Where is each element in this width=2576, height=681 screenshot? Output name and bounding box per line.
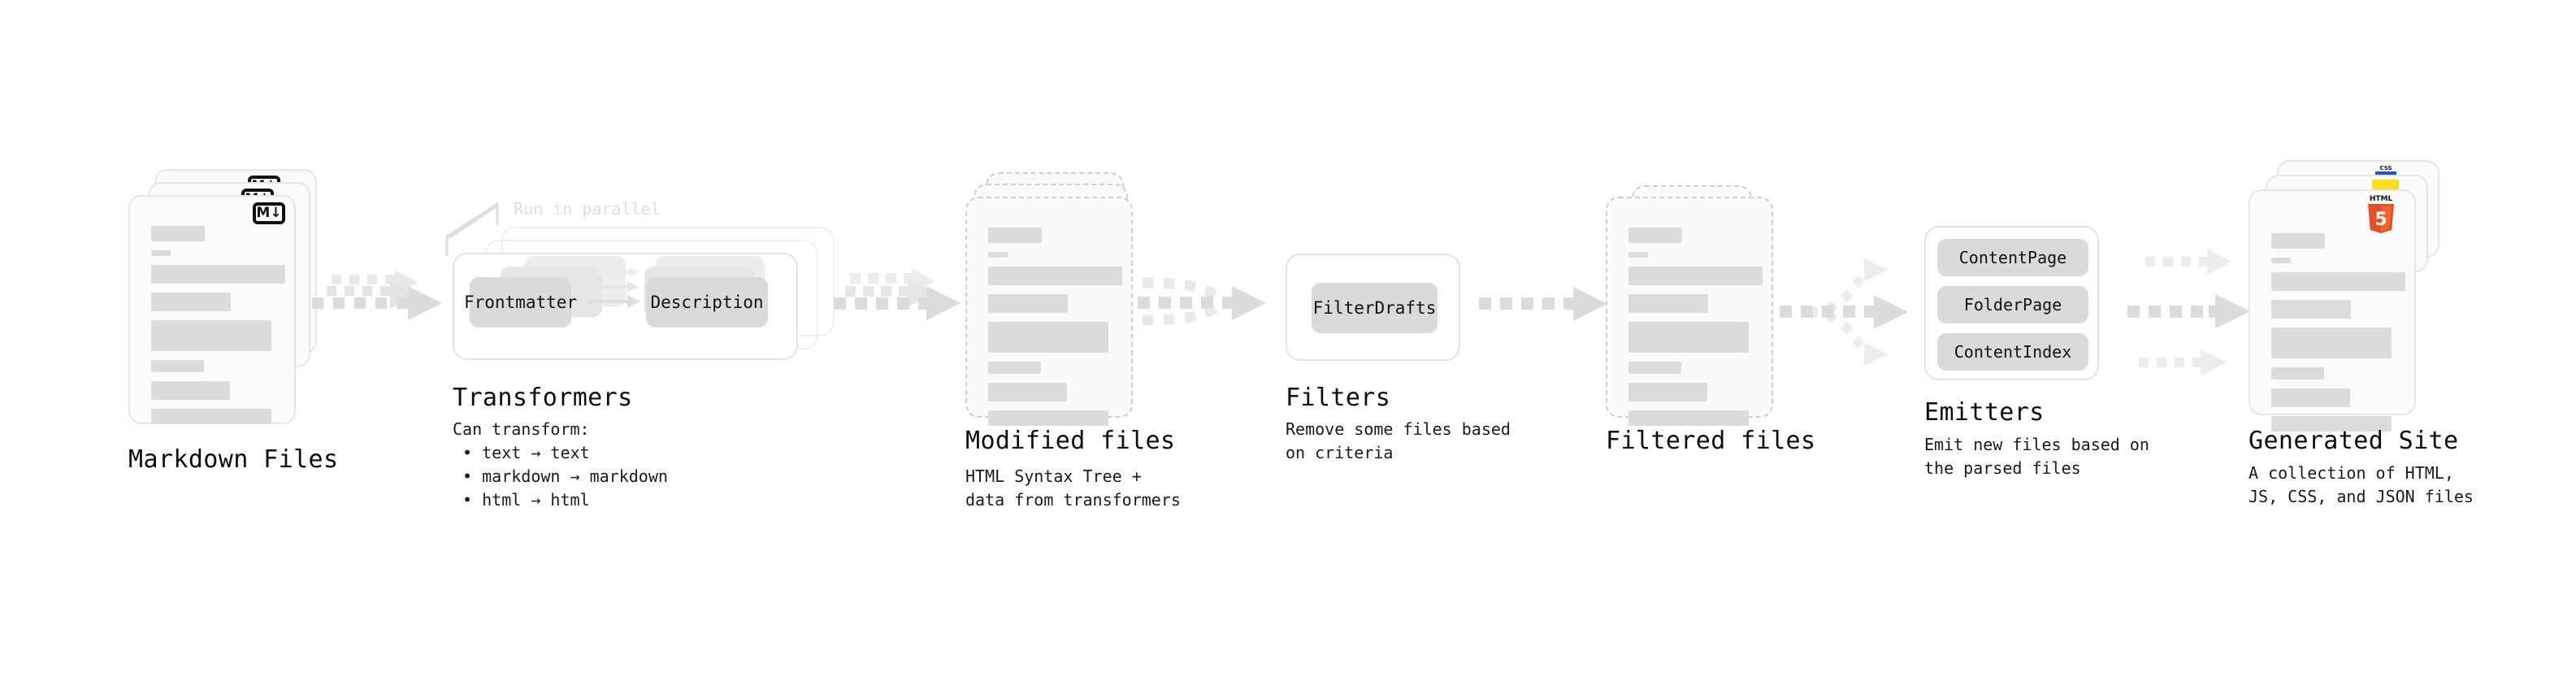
modified-files-caption: HTML Syntax Tree + data from transformer… <box>965 466 1181 510</box>
pill-filterdrafts[interactable]: FilterDrafts <box>1312 283 1438 333</box>
svg-text:HTML: HTML <box>2370 195 2393 203</box>
skeleton-bars <box>2271 233 2405 440</box>
pill-description-label: Description <box>650 293 764 312</box>
arrow-modified-to-filters <box>1138 277 1266 326</box>
markdown-files-heading: Markdown Files <box>128 445 339 474</box>
filtered-sheet-front <box>1606 197 1773 426</box>
pill-folderpage[interactable]: FolderPage <box>1937 286 2088 323</box>
generated-site-caption: A collection of HTML, JS, CSS, and JSON … <box>2249 463 2474 506</box>
pill-description[interactable]: Description <box>646 277 768 327</box>
skeleton-bars <box>988 228 1122 435</box>
svg-text:5: 5 <box>2374 210 2387 230</box>
skeleton-bars <box>1628 228 1763 435</box>
arrow-filters-to-filtered <box>1479 287 1607 321</box>
modified-sheet-front <box>965 197 1133 426</box>
arrow-filtered-to-emitters <box>1780 258 1908 366</box>
transformers-heading: Transformers <box>453 384 633 412</box>
arrow-emitters-to-site <box>2127 249 2251 375</box>
pill-contentindex[interactable]: ContentIndex <box>1937 333 2088 371</box>
transformer-inner-arrows <box>588 267 640 308</box>
markdown-sheet-front <box>128 195 296 424</box>
emitters-box: ContentPage FolderPage ContentIndex <box>1924 226 2099 380</box>
filters-box: FilterDrafts <box>1286 254 1460 361</box>
emitters-heading: Emitters <box>1924 398 2045 427</box>
emitters-caption: Emit new files based on the parsed files <box>1924 435 2149 478</box>
modified-files-heading: Modified files <box>965 427 1176 455</box>
markdown-icon: M↓ <box>253 202 285 224</box>
arrow-transformers-to-modified <box>834 268 961 320</box>
pill-frontmatter-label: Frontmatter <box>463 293 578 312</box>
html5-icon: HTML 5 <box>2368 195 2394 233</box>
pill-contentindex-label: ContentIndex <box>1954 342 2072 362</box>
arrow-markdown-to-transformers <box>312 270 442 320</box>
filtered-files-heading: Filtered files <box>1606 427 1816 455</box>
run-in-parallel-bracket <box>445 202 499 256</box>
run-in-parallel-label: Run in parallel <box>514 199 661 219</box>
transformers-caption: Can transform: • text → text • markdown … <box>453 419 668 510</box>
generated-site-heading: Generated Site <box>2249 427 2459 455</box>
pill-contentpage-label: ContentPage <box>1958 248 2067 267</box>
pill-frontmatter[interactable]: Frontmatter <box>464 277 577 327</box>
pill-filterdrafts-label: FilterDrafts <box>1312 298 1437 318</box>
css-icon-label: CSS <box>2379 165 2392 171</box>
skeleton-bars <box>151 226 285 433</box>
pill-contentpage[interactable]: ContentPage <box>1937 239 2088 276</box>
css-icon: CSS <box>2375 165 2396 176</box>
filters-caption: Remove some files based on criteria <box>1286 419 1511 462</box>
filters-heading: Filters <box>1286 384 1391 412</box>
pill-folderpage-label: FolderPage <box>1963 295 2062 314</box>
